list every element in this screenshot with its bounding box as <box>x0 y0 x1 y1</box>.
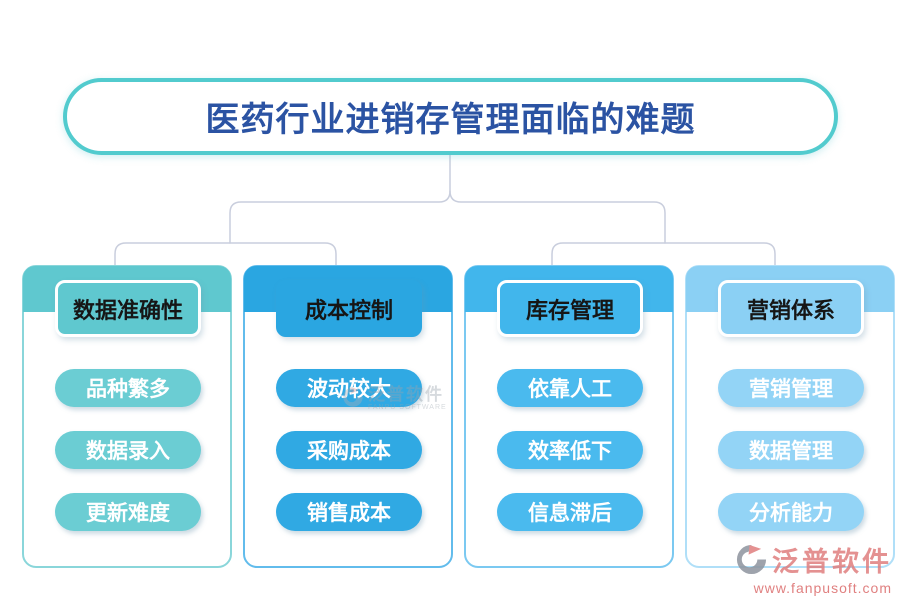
category-header-label: 成本控制 <box>304 297 393 323</box>
category-header-label: 数据准确性 <box>72 297 183 323</box>
brand-website: www.fanpusoft.com <box>753 580 892 596</box>
diagram-title-pill: 医药行业进销存管理面临的难题 <box>63 78 838 155</box>
category-card-data-accuracy: 数据准确性 品种繁多 数据录入 更新难度 <box>22 265 232 568</box>
page-title: 医药行业进销存管理面临的难题 <box>205 101 696 139</box>
brand-name: 泛普软件 <box>772 547 892 577</box>
brand-logo: 泛普软件 www.fanpusoft.com <box>735 540 892 596</box>
category-card-marketing-system: 营销体系 营销管理 数据管理 分析能力 <box>685 265 895 568</box>
item-pill: 品种繁多 <box>55 369 201 407</box>
category-header-label: 库存管理 <box>525 297 614 323</box>
item-pill: 采购成本 <box>276 431 422 469</box>
category-header-cost-control: 成本控制 <box>276 280 422 337</box>
item-pill: 分析能力 <box>718 493 864 531</box>
item-pill: 波动较大 <box>276 369 422 407</box>
item-pill: 效率低下 <box>497 431 643 469</box>
category-header-label: 营销体系 <box>746 297 835 323</box>
item-pill: 销售成本 <box>276 493 422 531</box>
category-header-inventory-management: 库存管理 <box>497 280 643 337</box>
category-header-marketing-system: 营销体系 <box>718 280 864 337</box>
item-pill: 更新难度 <box>55 493 201 531</box>
item-pill: 营销管理 <box>718 369 864 407</box>
item-pill: 信息滞后 <box>497 493 643 531</box>
item-pill: 数据管理 <box>718 431 864 469</box>
item-pill: 数据录入 <box>55 431 201 469</box>
category-header-data-accuracy: 数据准确性 <box>55 280 201 337</box>
category-card-cost-control: 成本控制 波动较大 采购成本 销售成本 <box>243 265 453 568</box>
category-card-inventory-management: 库存管理 依靠人工 效率低下 信息滞后 <box>464 265 674 568</box>
item-pill: 依靠人工 <box>497 369 643 407</box>
fanpu-logo-icon <box>736 544 767 575</box>
